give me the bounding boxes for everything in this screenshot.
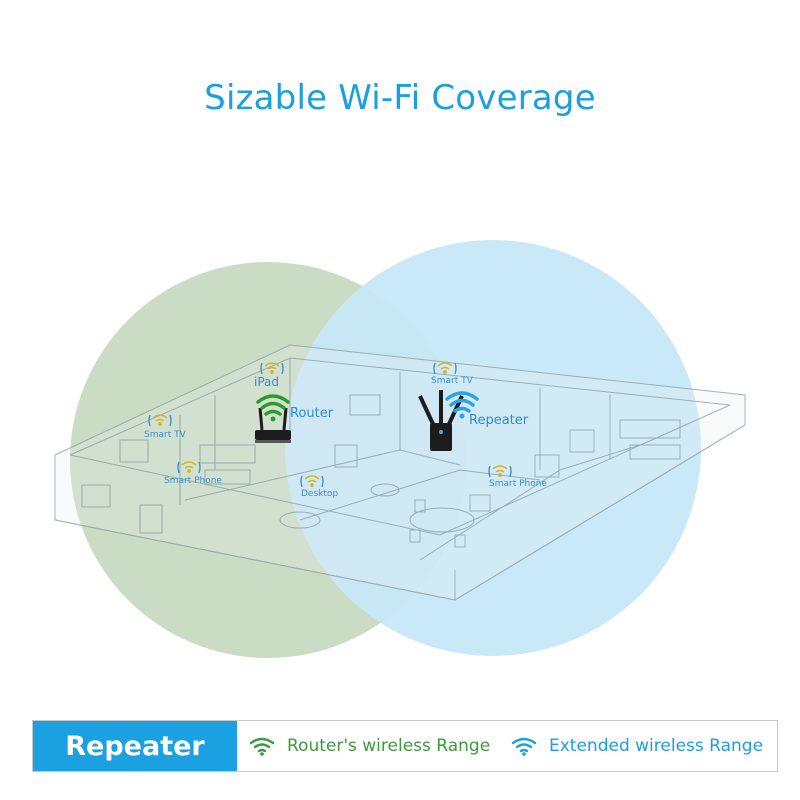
smart-tv-left-label: Smart TV [144,430,186,440]
legend-router-range: Router's wireless Range [249,721,490,771]
smart-tv-right-label: Smart TV [431,376,473,386]
wifi-green-icon [249,737,275,756]
ipad-label: iPad [254,375,280,389]
smart-phone-right-label: Smart Phone [489,479,547,489]
legend-extended-range: Extended wireless Range [511,721,763,771]
repeater-coverage-circle [285,240,701,656]
repeater-device [418,390,464,451]
repeater-label: Repeater [469,413,529,428]
ipad-wifi-icon [260,362,284,375]
desktop-label: Desktop [301,489,339,499]
smart-phone-left-label: Smart Phone [164,476,222,486]
smart-tv-left-wifi-icon [148,414,172,427]
desktop-wifi-icon [300,475,324,488]
smart-phone-left-wifi-icon [177,461,201,474]
router-wifi-icon [256,394,290,422]
legend-router-range-text: Router's wireless Range [287,736,491,756]
repeater-wifi-icon [445,391,479,419]
smart-tv-right-wifi-icon [433,362,457,375]
page-title: Sizable Wi-Fi Coverage [204,78,596,118]
legend-bar: Repeater Router's wireless Range Extende… [32,720,778,772]
floor-plan [54,344,746,601]
smart-phone-right-wifi-icon [488,465,512,478]
legend-badge: Repeater [33,721,237,771]
router-device [255,407,291,443]
wifi-blue-icon [511,737,537,756]
legend-extended-range-text: Extended wireless Range [549,736,764,756]
router-label: Router [290,406,334,421]
